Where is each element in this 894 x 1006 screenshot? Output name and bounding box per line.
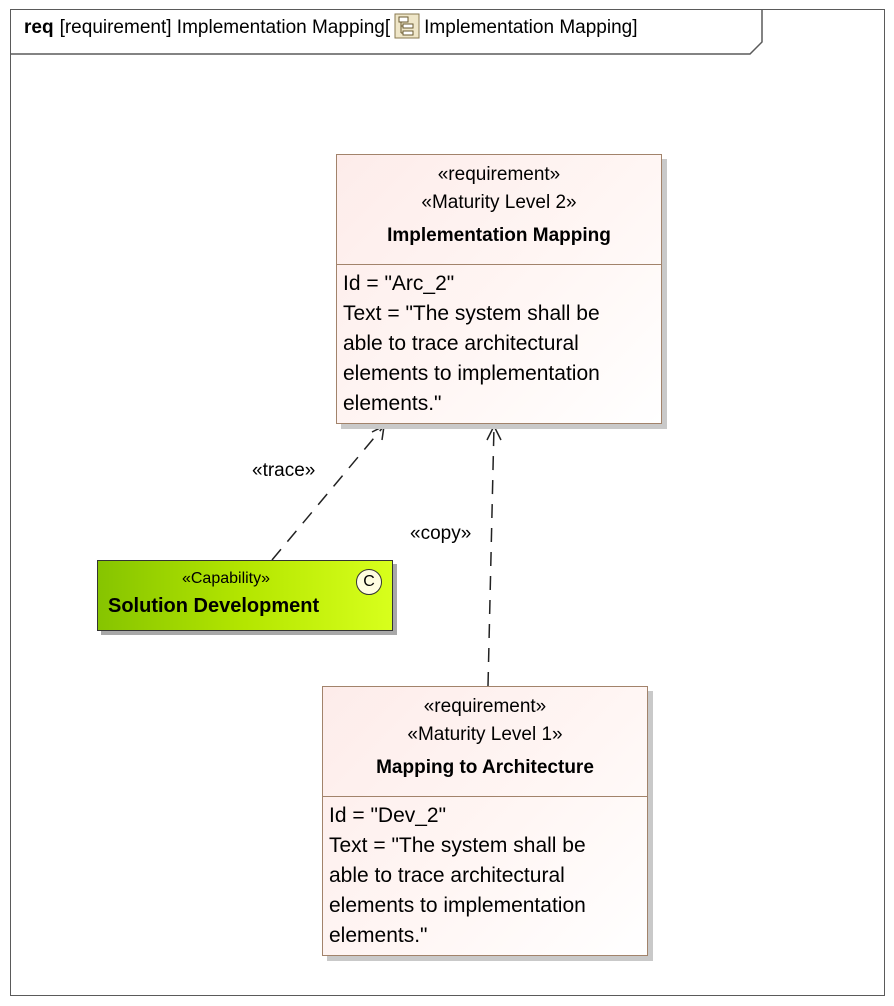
requirement-name: Implementation Mapping <box>387 225 611 246</box>
requirement-text-line: Text = "The system shall be <box>343 302 600 325</box>
frame-title-prefix: [requirement] Implementation Mapping[ <box>59 17 391 39</box>
frame-keyword: req <box>24 17 54 39</box>
stereotype-maturity-level: «Maturity Level 1» <box>407 724 563 745</box>
requirement-text-line: elements to implementation <box>343 362 600 385</box>
copy-arrowhead <box>486 424 502 441</box>
requirement-id: Id = "Arc_2" <box>343 272 455 295</box>
copy-dependency-line <box>487 425 495 687</box>
requirement-mapping-to-architecture[interactable]: «requirement» «Maturity Level 1» Mapping… <box>322 686 648 956</box>
capability-solution-development[interactable]: «Capability» C Solution Development <box>97 560 393 631</box>
capability-badge-icon: C <box>356 569 382 595</box>
capability-stereotype: «Capability» <box>181 570 271 587</box>
requirement-id: Id = "Dev_2" <box>329 804 447 827</box>
copy-label: «copy» <box>410 523 472 544</box>
stereotype-maturity-level: «Maturity Level 2» <box>421 192 577 213</box>
requirement-name: Mapping to Architecture <box>376 757 594 778</box>
requirement-text-line: Text = "The system shall be <box>329 834 586 857</box>
diagram-frame <box>10 9 885 996</box>
trace-label: «trace» <box>252 460 316 481</box>
stereotype-requirement: «requirement» <box>437 164 561 185</box>
requirement-implementation-mapping[interactable]: «requirement» «Maturity Level 2» Impleme… <box>336 154 662 424</box>
stereotype-requirement: «requirement» <box>423 696 547 717</box>
requirement-properties: Id = "Arc_2" Text = "The system shall be… <box>337 265 661 419</box>
requirement-header: «requirement» «Maturity Level 1» Mapping… <box>323 687 647 797</box>
frame-header-tab <box>10 9 770 55</box>
frame-title: req[requirement] Implementation Mapping[… <box>24 13 638 39</box>
requirement-header: «requirement» «Maturity Level 2» Impleme… <box>337 155 661 265</box>
requirement-text-line: able to trace architectural <box>329 864 565 887</box>
trace-dependency-line <box>271 425 385 561</box>
diagram-icon <box>394 13 420 39</box>
requirement-text-line: elements." <box>329 924 428 947</box>
capability-name: Solution Development <box>108 595 320 617</box>
requirement-text-line: elements." <box>343 392 442 415</box>
requirement-text-line: elements to implementation <box>329 894 586 917</box>
requirement-text-line: able to trace architectural <box>343 332 579 355</box>
trace-arrowhead <box>371 424 385 441</box>
frame-title-suffix: Implementation Mapping] <box>424 17 638 39</box>
requirement-properties: Id = "Dev_2" Text = "The system shall be… <box>323 797 647 951</box>
